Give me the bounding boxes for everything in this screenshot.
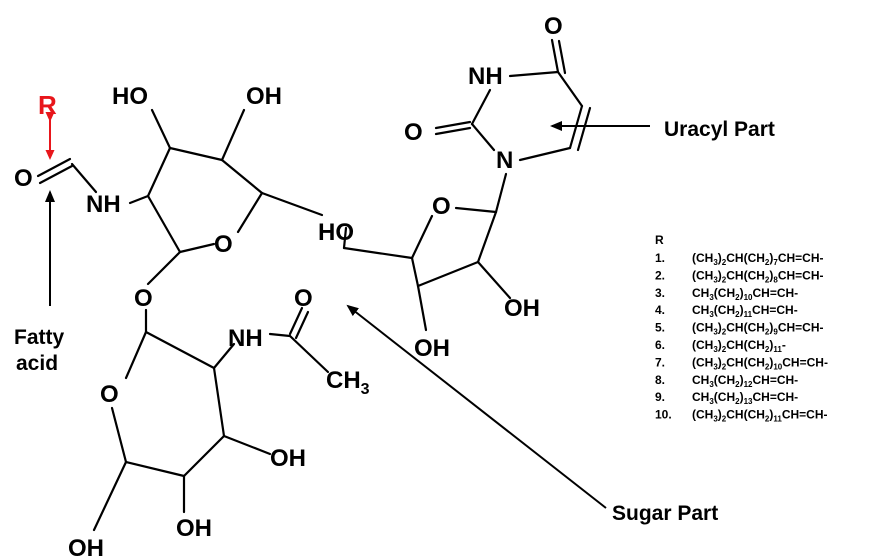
r-table-row-formula: CH3(CH2)10CH=CH- (692, 286, 798, 302)
r-table-row-number: 6. (655, 338, 665, 352)
hydroxyl-oh-label: OH (414, 335, 450, 362)
r-table-row-formula: (CH3)2CH(CH2)11CH=CH- (692, 408, 828, 424)
callout-arrows (45, 121, 650, 509)
r-table-row-number: 2. (655, 268, 665, 282)
hydroxyl-oh-label: OH (504, 295, 540, 322)
atom-labels: R O NH HO OH O O HO NH O O N O OH OH O N… (14, 13, 563, 556)
r-group-label: R (38, 90, 57, 120)
glycosidic-oxygen-label: O (134, 285, 153, 312)
r-table-row-number: 7. (655, 355, 665, 369)
r-table-header: R (655, 233, 664, 247)
ribose-oxygen-label: O (432, 193, 451, 220)
acetyl-oxygen-label: O (294, 285, 313, 312)
fatty-label: Fatty (14, 326, 64, 349)
uracil-nitrogen-label: N (496, 147, 513, 174)
hydroxyl-oh-label: OH (176, 515, 212, 542)
r-table-row-number: 3. (655, 286, 665, 300)
r-table-row-formula: CH3(CH2)11CH=CH- (692, 303, 798, 319)
ring-oxygen-label: O (214, 231, 233, 258)
hydroxyl-ho-label: HO (318, 219, 354, 246)
r-table-row-number: 5. (655, 321, 665, 335)
r-table-row-number: 1. (655, 251, 665, 265)
hydroxyl-oh-label: OH (68, 535, 104, 556)
r-table-row-number: 10. (655, 408, 672, 422)
hydroxyl-ho-label: HO (112, 83, 148, 110)
r-substituent-table: R 1. (CH3)2CH(CH2)7CH=CH- 2. (CH3)2CH(CH2)8… (655, 233, 828, 424)
acid-label: acid (16, 352, 58, 375)
r-table-row-formula: CH3(CH2)12CH=CH- (692, 373, 798, 389)
ring-oxygen-label: O (100, 381, 119, 408)
r-table-row-formula: CH3(CH2)13CH=CH- (692, 390, 798, 406)
uracyl-part-label: Uracyl Part (664, 118, 775, 141)
uracil-carbonyl-oxygen: O (544, 13, 563, 40)
r-table-row-formula: (CH3)2CH(CH2)8CH=CH- (692, 268, 823, 284)
hydroxyl-oh-label: OH (270, 445, 306, 472)
r-table-row-formula: (CH3)2CH(CH2)9CH=CH- (692, 321, 823, 337)
sugar-arrow (346, 304, 607, 509)
r-table-row-number: 9. (655, 390, 665, 404)
amide-nh-label: NH (86, 191, 121, 218)
methyl-label: CH3 (326, 367, 370, 398)
hydroxyl-oh-label: OH (246, 83, 282, 110)
acetamido-nh-label: NH (228, 325, 263, 352)
r-table-row-formula: (CH3)2CH(CH2)10CH=CH- (692, 355, 828, 371)
fatty-carbonyl-oxygen: O (14, 165, 33, 192)
uracil-carbonyl-oxygen: O (404, 119, 423, 146)
r-table-row-formula: (CH3)2CH(CH2)7CH=CH- (692, 251, 823, 267)
uracil-nh-label: NH (468, 63, 503, 90)
r-table-row-number: 4. (655, 303, 665, 317)
bonds (36, 38, 592, 532)
r-table-row-number: 8. (655, 373, 665, 387)
r-table-row-formula: (CH3)2CH(CH2)11- (692, 338, 786, 354)
sugar-part-label: Sugar Part (612, 502, 718, 525)
